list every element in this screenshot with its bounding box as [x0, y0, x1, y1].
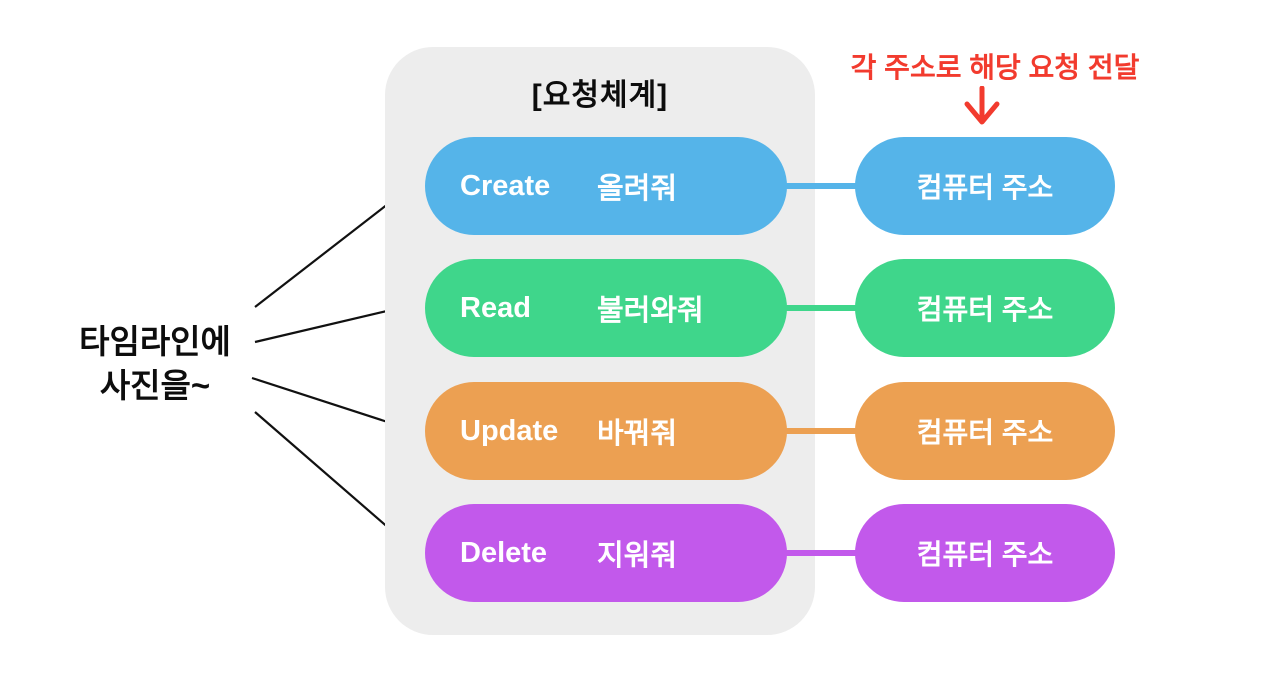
- korean-label-delete: 지워줘: [597, 540, 678, 572]
- address-pill-create: 컴퓨터 주소: [855, 137, 1115, 235]
- request-pill-delete: Delete 지워줘: [425, 504, 787, 602]
- connector-create: [786, 183, 856, 189]
- address-label-update: 컴퓨터 주소: [916, 417, 1054, 448]
- korean-label-read: 불러와줘: [597, 295, 704, 327]
- timeline-request-label: 타임라인에 사진을~: [40, 320, 270, 407]
- timeline-request-label-line1: 타임라인에: [79, 323, 231, 360]
- address-label-read: 컴퓨터 주소: [916, 294, 1054, 325]
- method-label-create: Create: [460, 169, 551, 202]
- address-label-create: 컴퓨터 주소: [916, 172, 1054, 203]
- down-arrow-icon: [964, 86, 1000, 125]
- connector-read: [786, 305, 856, 311]
- panel-title: [요청체계]: [531, 79, 669, 112]
- connector-delete: [786, 550, 856, 556]
- method-label-update: Update: [460, 414, 559, 447]
- arrow-to-create: [254, 185, 412, 308]
- method-label-delete: Delete: [460, 536, 548, 569]
- request-pill-create: Create 올려줘: [425, 137, 787, 235]
- annotation-text: 각 주소로 해당 요청 전달: [850, 52, 1140, 83]
- address-pill-delete: 컴퓨터 주소: [855, 504, 1115, 602]
- method-label-read: Read: [460, 291, 531, 324]
- arrow-to-delete: [254, 411, 412, 548]
- address-pill-read: 컴퓨터 주소: [855, 259, 1115, 357]
- arrow-to-read: [254, 299, 411, 344]
- address-label-delete: 컴퓨터 주소: [916, 539, 1054, 570]
- korean-label-update: 바꿔줘: [597, 418, 678, 450]
- address-pill-update: 컴퓨터 주소: [855, 382, 1115, 480]
- korean-label-create: 올려줘: [597, 173, 678, 205]
- request-pill-update: Update 바꿔줘: [425, 382, 787, 480]
- request-pill-read: Read 불러와줘: [425, 259, 787, 357]
- connector-update: [786, 428, 856, 434]
- timeline-request-label-line2: 사진을~: [99, 366, 211, 404]
- arrow-to-update: [251, 376, 413, 434]
